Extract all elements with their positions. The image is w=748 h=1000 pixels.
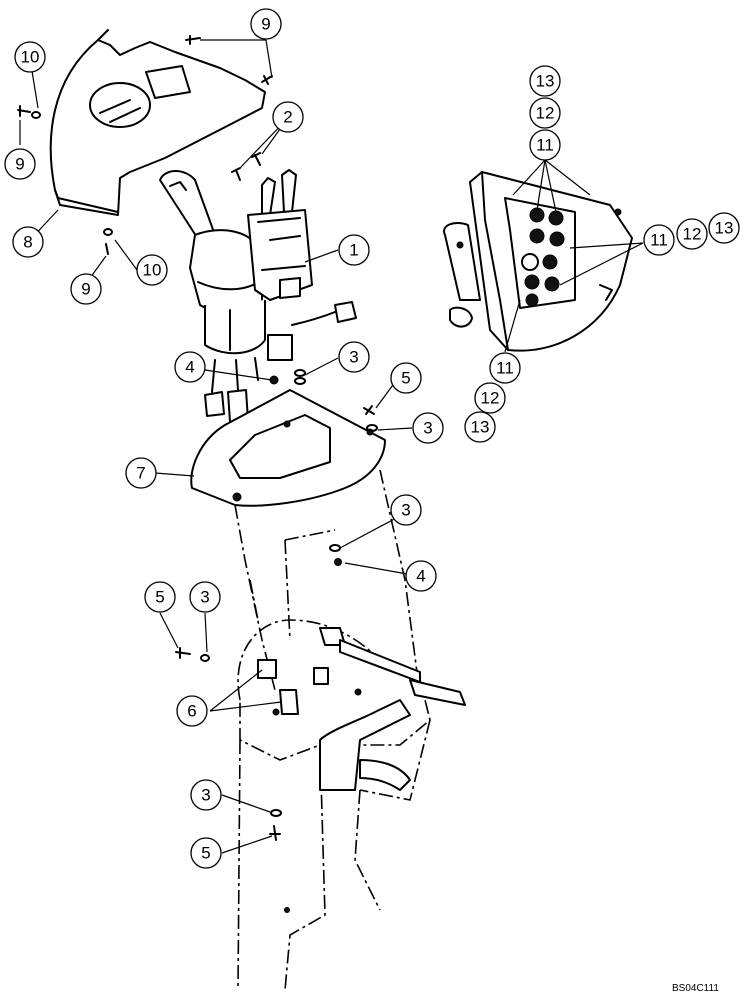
callout-2-label: 2 — [283, 108, 292, 127]
callout-3-bracket: 3 — [189, 581, 221, 613]
callout-9-left: 9 — [4, 148, 36, 180]
callout-2: 2 — [272, 101, 304, 133]
callout-9-left-label: 9 — [15, 155, 24, 174]
callout-10-left-label: 10 — [21, 48, 40, 67]
callout-11-bottom: 11 — [489, 352, 521, 384]
callout-9-top: 9 — [250, 8, 282, 40]
callout-1-label: 1 — [349, 241, 358, 260]
callout-9-bottom: 9 — [70, 273, 102, 305]
callout-13-top-label: 13 — [536, 72, 555, 91]
callout-5-plate: 5 — [390, 362, 422, 394]
callout-3-upper-label: 3 — [349, 348, 358, 367]
callout-4-column-label: 4 — [416, 567, 425, 586]
column-brackets — [257, 627, 466, 913]
callout-4-upper-label: 4 — [185, 358, 194, 377]
switch-panel-assembly — [443, 171, 633, 352]
callout-9-top-label: 9 — [261, 15, 270, 34]
drawing-code: BS04C111 — [672, 983, 719, 994]
callout-13-top: 13 — [529, 65, 561, 97]
callout-3-bracket-label: 3 — [200, 588, 209, 607]
callout-13-bottom-label: 13 — [471, 418, 490, 437]
callout-5-plate-label: 5 — [401, 369, 410, 388]
callout-11-top-label: 11 — [536, 136, 554, 155]
callout-11-right-label: 11 — [650, 231, 668, 250]
callout-12-bottom-label: 12 — [481, 389, 500, 408]
callout-11-top: 11 — [529, 129, 561, 161]
mounting-plate — [190, 389, 386, 507]
callout-5-lower: 5 — [190, 837, 222, 869]
steering-column-outline — [234, 469, 431, 991]
callout-3-lower: 3 — [190, 779, 222, 811]
callout-3-column-label: 3 — [401, 501, 410, 520]
callout-1: 1 — [338, 234, 370, 266]
callout-3-lower-label: 3 — [201, 786, 210, 805]
callout-13-right-label: 13 — [715, 219, 734, 238]
callout-7-label: 7 — [136, 464, 145, 483]
callout-5-lower-label: 5 — [201, 844, 210, 863]
control-cover — [49, 29, 266, 216]
callout-12-right-label: 12 — [683, 225, 702, 244]
joystick-assembly — [159, 169, 357, 423]
callout-3-plate: 3 — [412, 412, 444, 444]
callout-4-column: 4 — [405, 560, 437, 592]
callout-3-plate-label: 3 — [423, 419, 432, 438]
callout-12-top-label: 12 — [536, 104, 555, 123]
callout-12-bottom: 12 — [474, 382, 506, 414]
callout-6-label: 6 — [187, 702, 196, 721]
callout-13-bottom: 13 — [464, 411, 496, 443]
callout-11-right: 11 — [643, 224, 675, 256]
callout-3-column: 3 — [390, 494, 422, 526]
leader-lines — [19, 39, 644, 854]
callout-3-upper: 3 — [338, 341, 370, 373]
callout-10-left: 10 — [14, 41, 46, 73]
callout-6: 6 — [176, 695, 208, 727]
callout-5-bracket: 5 — [144, 581, 176, 613]
callout-9-bottom-label: 9 — [81, 280, 90, 299]
callout-10-bottom: 10 — [136, 254, 168, 286]
callout-12-right: 12 — [676, 218, 708, 250]
callout-8: 8 — [12, 226, 44, 258]
callout-4-upper: 4 — [174, 351, 206, 383]
callout-10-bottom-label: 10 — [143, 261, 162, 280]
callout-11-bottom-label: 11 — [496, 359, 514, 378]
callout-13-right: 13 — [708, 212, 740, 244]
callout-7: 7 — [125, 457, 157, 489]
callout-5-bracket-label: 5 — [155, 588, 164, 607]
callout-12-top: 12 — [529, 97, 561, 129]
callout-8-label: 8 — [23, 233, 32, 252]
